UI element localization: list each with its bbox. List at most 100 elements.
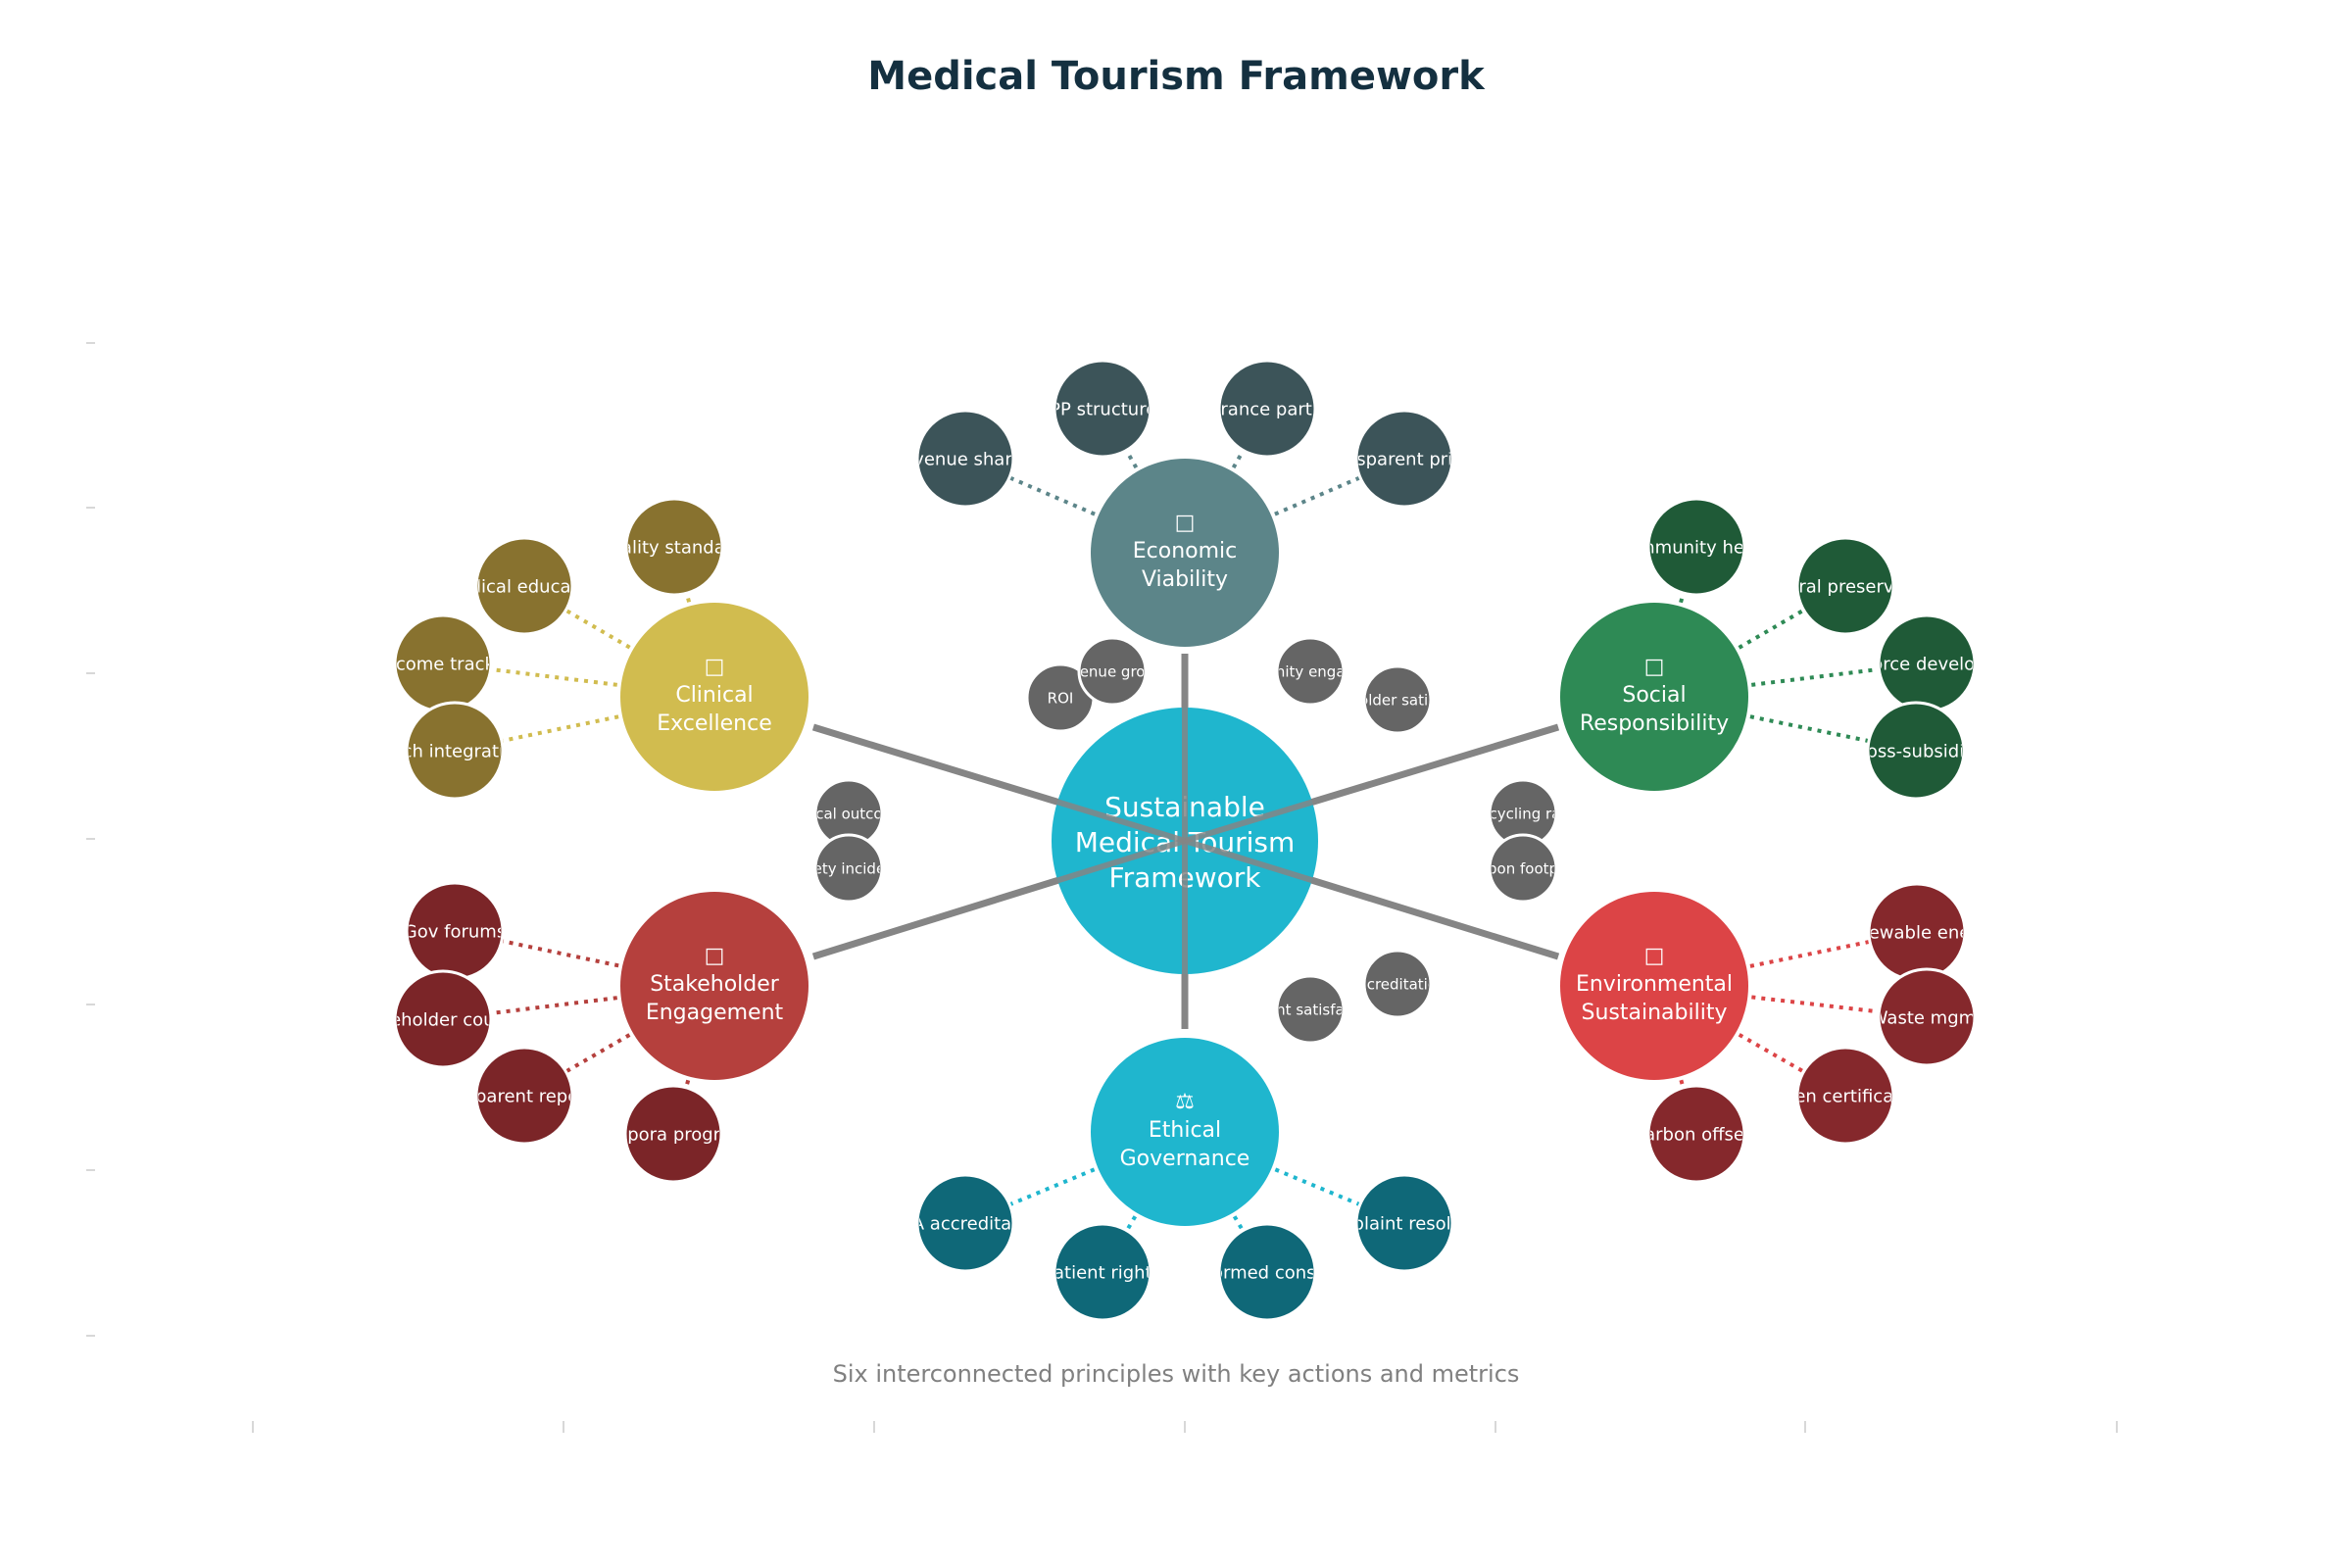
action-bubble-circle	[915, 409, 1015, 509]
action-bubble-circle	[1053, 1222, 1152, 1322]
principle-label: Environmental	[1576, 972, 1733, 997]
action-bubble-label: Medical education	[444, 576, 605, 597]
action-bubble-label: Revenue sharing	[891, 449, 1039, 469]
connector-line	[1184, 838, 1559, 959]
principle-label: Social	[1622, 683, 1686, 708]
action-bubble: Transparent pricing	[1354, 409, 1454, 509]
metric-bubble-circle	[1362, 664, 1433, 735]
box-icon: □	[705, 944, 725, 968]
action-bubble: Cultural preservation	[1752, 536, 1938, 636]
principle-circle	[620, 892, 808, 1080]
metric-bubble: Patient satisfaction	[1275, 974, 1346, 1045]
action-bubble-label: Cultural preservation	[1752, 576, 1938, 597]
action-bubble-circle	[474, 1046, 574, 1146]
action-bubble: Cross-subsidies	[1866, 701, 1966, 801]
metric-bubble: Safety incidents	[790, 833, 908, 904]
principle-circle	[1560, 603, 1748, 791]
principle-label: Excellence	[657, 711, 772, 736]
metric-bubble-label: Stakeholder satisfaction	[1309, 691, 1487, 709]
page-subtitle: Six interconnected principles with key a…	[832, 1360, 1520, 1388]
action-bubble: Workforce development	[1821, 613, 2032, 713]
action-bubble-label: Community health	[1615, 537, 1779, 558]
action-bubble-label: Gov forums	[404, 921, 506, 942]
box-icon: □	[1175, 511, 1196, 535]
metric-bubble-circle	[1275, 636, 1346, 707]
metric-bubble-label: Safety incidents	[790, 859, 908, 877]
action-bubble-label: Workforce development	[1821, 654, 2032, 674]
action-bubble-label: Waste mgmt	[1871, 1007, 1983, 1028]
action-bubble-label: Quality standards	[596, 537, 752, 558]
action-bubble-label: Green certification	[1763, 1086, 1927, 1106]
metric-bubble-circle	[1362, 949, 1433, 1019]
action-bubble-circle	[1866, 701, 1966, 801]
action-link	[522, 584, 716, 699]
action-bubble: Outcome tracking	[393, 613, 493, 713]
action-bubble: Renewable energy	[1836, 882, 1999, 982]
metric-bubble: Clinical outcomes	[784, 778, 914, 849]
metric-bubble: Community engagement	[1218, 636, 1401, 707]
action-bubble-circle	[623, 1084, 723, 1184]
action-bubble-circle	[1877, 967, 1977, 1067]
action-bubble: Revenue sharing	[891, 409, 1039, 509]
action-bubble: Medical education	[444, 536, 605, 636]
principle-circle	[620, 603, 808, 791]
metric-bubble-label: Community engagement	[1218, 662, 1401, 680]
metric-bubble-label: Carbon footprint	[1462, 859, 1584, 877]
connector-line	[812, 724, 1186, 844]
principle-label: Responsibility	[1580, 711, 1729, 736]
principle-circle	[1091, 1038, 1279, 1226]
action-bubble-circle	[474, 536, 574, 636]
action-bubble: GHA accreditation	[885, 1173, 1045, 1273]
principle-label: Viability	[1142, 567, 1228, 592]
action-bubble-label: Renewable energy	[1836, 922, 1999, 943]
metric-bubble-circle	[1488, 833, 1558, 904]
action-bubble-circle	[405, 701, 505, 801]
action-bubble-label: Complaint resolution	[1312, 1213, 1495, 1234]
action-bubble: Diaspora programs	[623, 1084, 723, 1184]
action-bubble-circle	[1354, 409, 1454, 509]
metric-bubble-label: Recycling rate	[1471, 805, 1576, 822]
action-bubble-label: Insurance partners	[1184, 399, 1350, 419]
action-bubble-circle	[1795, 1046, 1895, 1146]
action-bubble-label: Tech integration	[383, 741, 526, 761]
action-bubble-label: Patient rights	[1044, 1262, 1161, 1283]
action-bubble-label: Transparent reporting	[427, 1086, 619, 1106]
metric-bubble-label: Accreditation	[1348, 975, 1446, 993]
metric-bubble-label: Revenue growth	[1053, 662, 1172, 680]
action-bubble-circle	[1646, 497, 1746, 597]
principle-label: Economic	[1133, 539, 1238, 564]
action-bubble-circle	[1217, 359, 1317, 459]
action-bubble: Gov forums	[404, 881, 506, 981]
metric-bubble-label: Clinical outcomes	[784, 805, 914, 822]
action-bubble: PPP structures	[1039, 359, 1165, 459]
action-bubble-label: Stakeholder councils	[352, 1009, 534, 1030]
action-bubble: Green certification	[1763, 1046, 1927, 1146]
principle-label: Stakeholder	[650, 972, 780, 997]
action-bubble-label: PPP structures	[1039, 399, 1165, 419]
metric-bubble: Carbon footprint	[1462, 833, 1584, 904]
principle-label: Governance	[1120, 1147, 1250, 1171]
box-icon: □	[705, 655, 725, 679]
action-bubble-circle	[624, 497, 724, 597]
action-bubble-circle	[393, 969, 493, 1069]
scales-icon: ⚖	[1175, 1090, 1195, 1114]
action-bubble-label: Carbon offsets	[1633, 1124, 1761, 1145]
action-bubble: Tech integration	[383, 701, 526, 801]
action-bubble-circle	[1217, 1222, 1317, 1322]
action-bubble: Stakeholder councils	[352, 969, 534, 1069]
action-bubble: Carbon offsets	[1633, 1084, 1761, 1184]
action-bubble-label: GHA accreditation	[885, 1213, 1045, 1234]
box-icon: □	[1644, 655, 1665, 679]
action-bubble-circle	[915, 1173, 1015, 1273]
action-bubble: Waste mgmt	[1871, 967, 1983, 1067]
action-bubble: Insurance partners	[1184, 359, 1350, 459]
box-icon: □	[1644, 944, 1665, 968]
metric-bubble-circle	[813, 833, 884, 904]
action-bubble-circle	[1053, 359, 1152, 459]
action-link	[523, 984, 715, 1098]
